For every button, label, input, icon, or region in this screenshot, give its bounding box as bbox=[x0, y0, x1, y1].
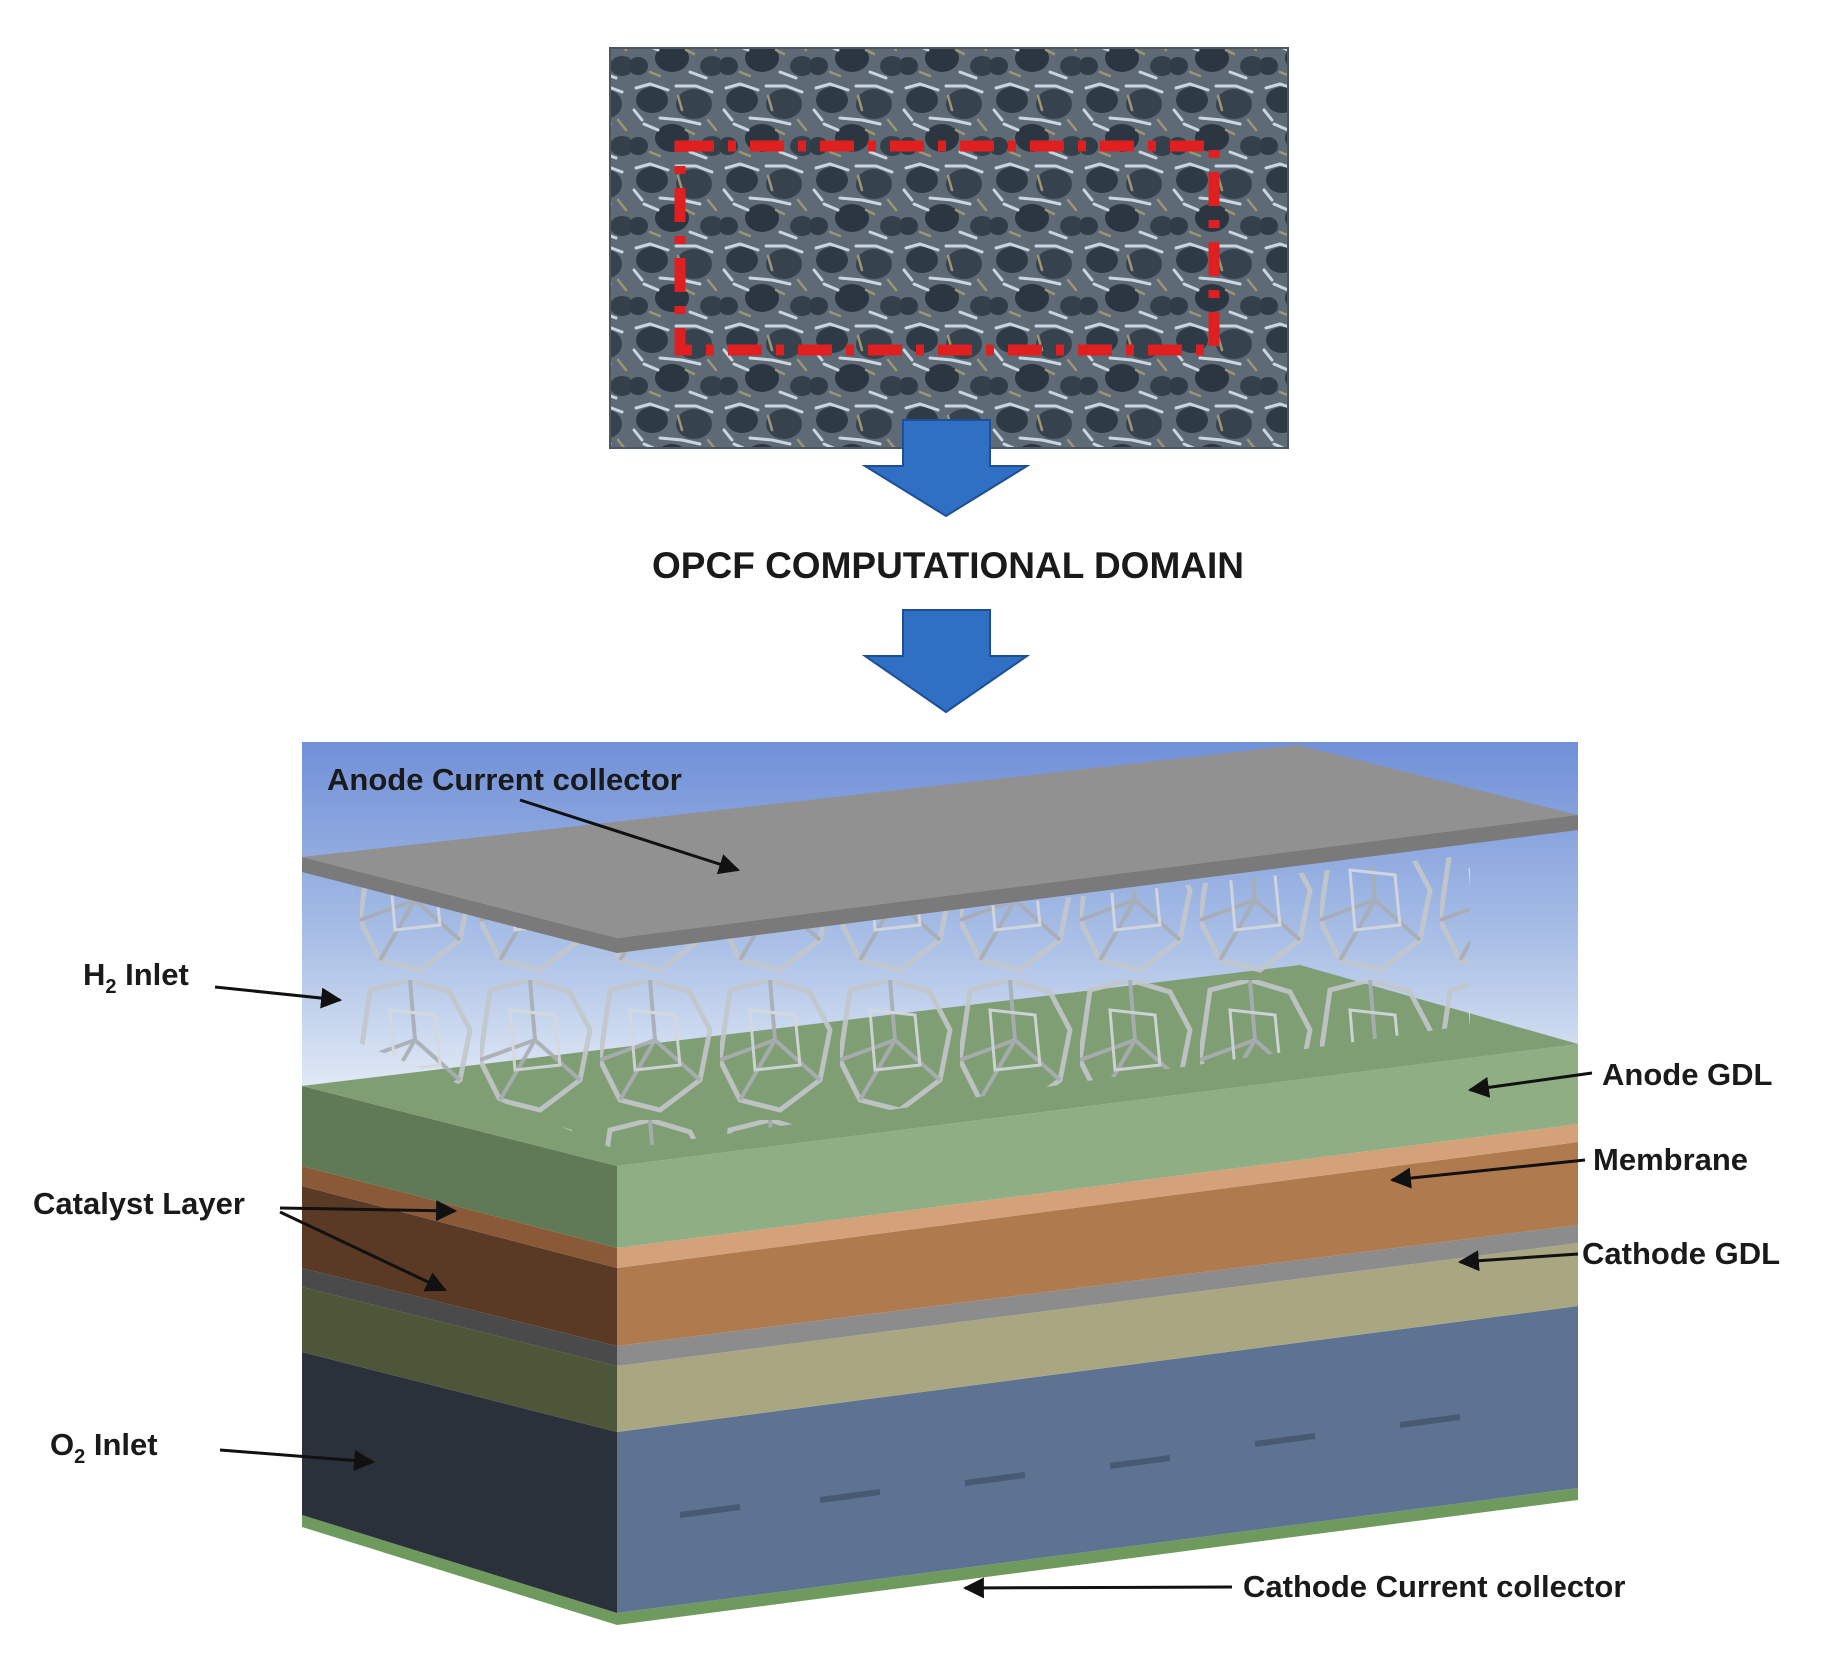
label-h2-inlet: H2 Inlet bbox=[83, 957, 189, 998]
leader-cathode-gdl bbox=[1457, 1250, 1579, 1272]
leader-cathode-current-collector bbox=[962, 1577, 1233, 1599]
leader-catalyst-layer-lower bbox=[279, 1210, 447, 1292]
down-arrow-icon bbox=[861, 609, 1031, 714]
label-anode-gdl: Anode GDL bbox=[1602, 1057, 1773, 1092]
leader-o2-inlet bbox=[219, 1448, 376, 1471]
down-arrow-icon bbox=[861, 419, 1031, 518]
leader-anode-gdl bbox=[1467, 1071, 1593, 1098]
label-cathode-gdl: Cathode GDL bbox=[1582, 1236, 1780, 1271]
selection-dashed-box bbox=[674, 140, 1220, 356]
label-cathode-current-collector: Cathode Current collector bbox=[1243, 1569, 1625, 1604]
label-membrane: Membrane bbox=[1593, 1142, 1748, 1177]
leader-h2-inlet bbox=[214, 985, 343, 1009]
leader-anode-current-collector bbox=[519, 798, 740, 875]
leader-membrane bbox=[1389, 1158, 1586, 1189]
label-catalyst-layer: Catalyst Layer bbox=[33, 1186, 245, 1221]
fuel-cell-model bbox=[302, 742, 1578, 1625]
foam-photo bbox=[609, 47, 1289, 449]
label-anode-current-collector: Anode Current collector bbox=[327, 762, 682, 797]
label-o2-inlet: O2 Inlet bbox=[50, 1427, 158, 1468]
leader-catalyst-layer-upper bbox=[279, 1200, 458, 1222]
domain-title: OPCF COMPUTATIONAL DOMAIN bbox=[652, 545, 1244, 586]
